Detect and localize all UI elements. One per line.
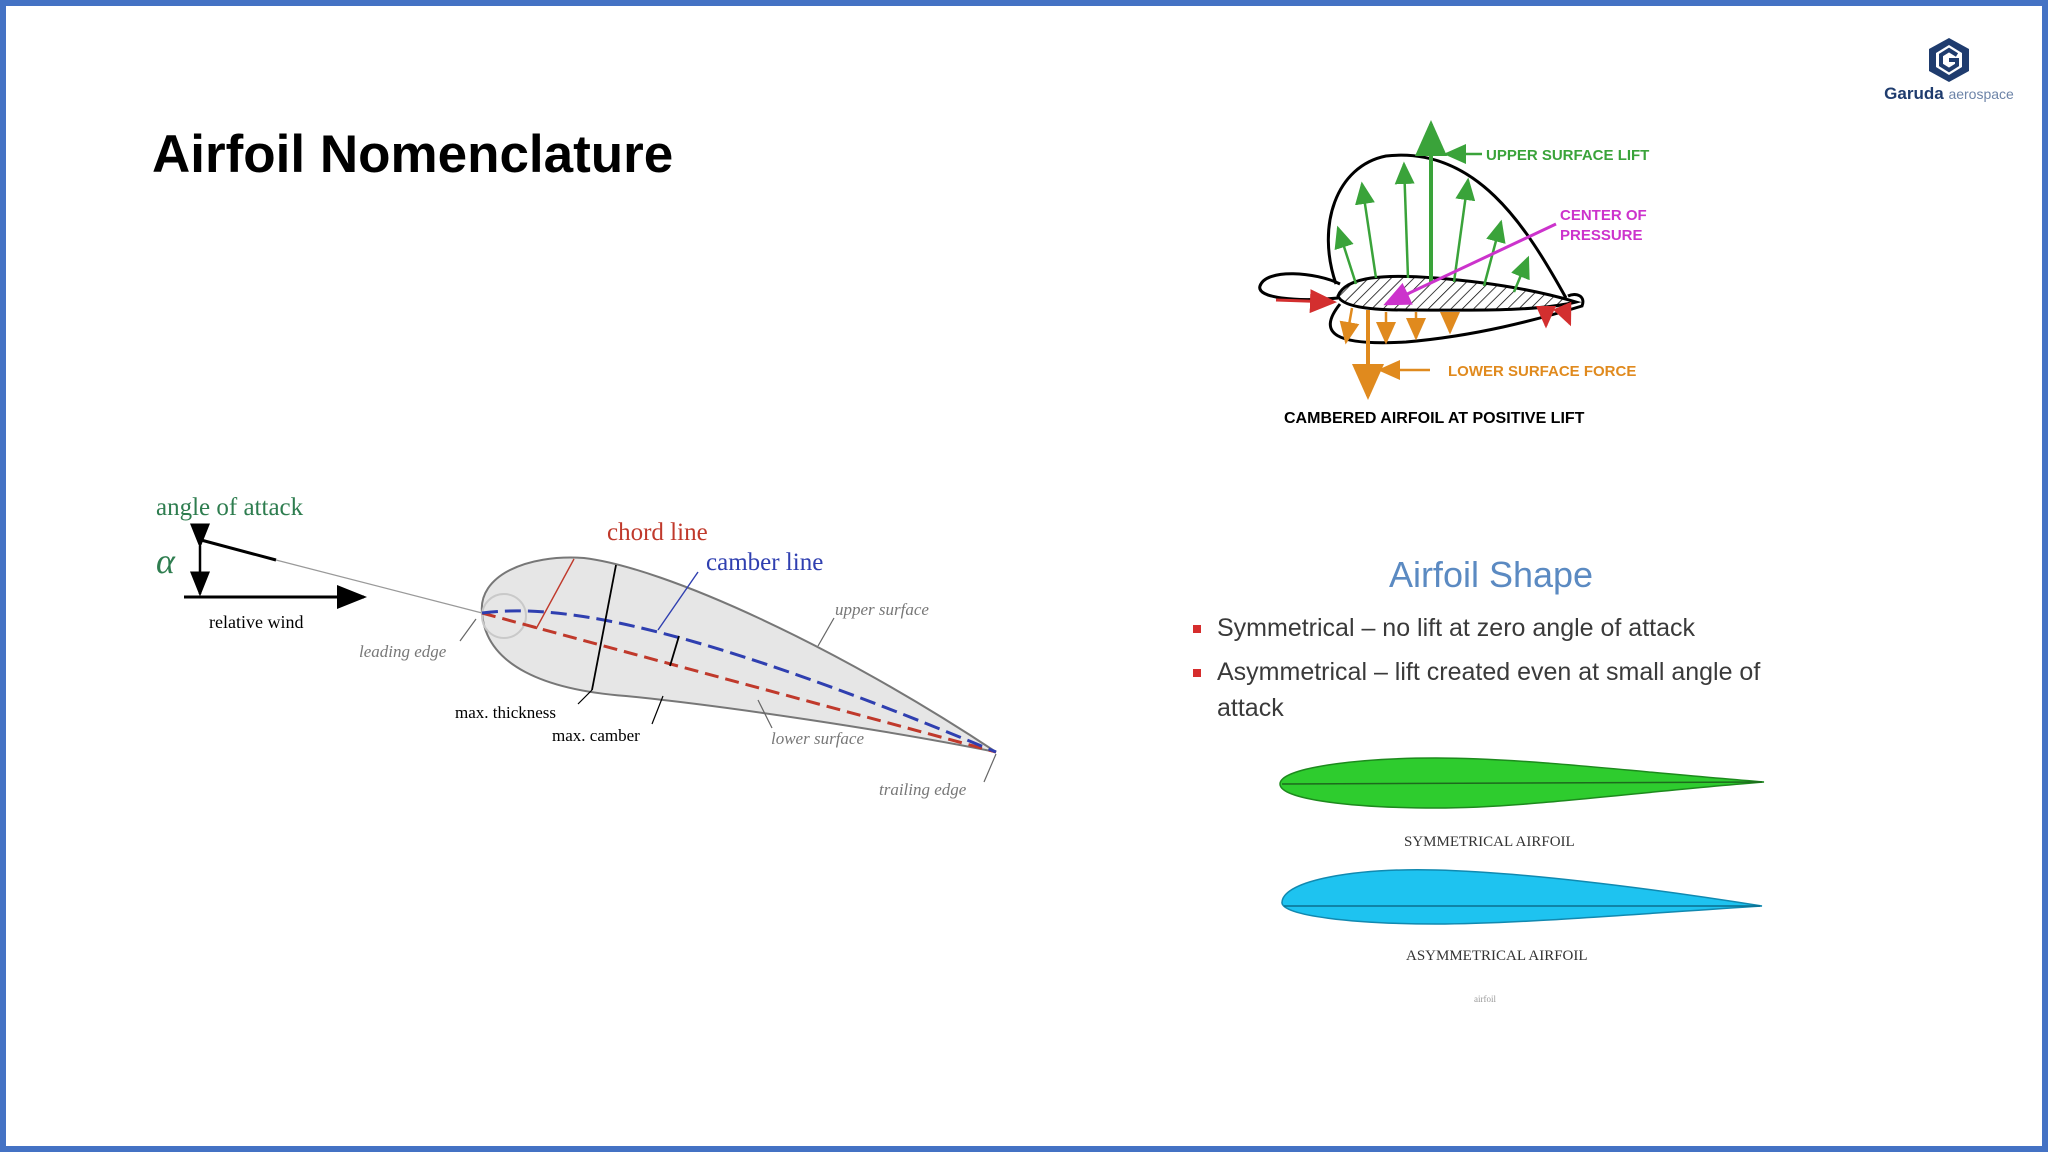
garuda-hexagon-logo-icon (1929, 38, 1969, 82)
max-thickness-indicator (591, 564, 617, 691)
upper-lift-arrow-3 (1394, 161, 1415, 279)
upper-surface-leader (817, 617, 835, 647)
center-of-pressure-label-1: CENTER OF (1560, 207, 1647, 224)
center-of-pressure-label-2: PRESSURE (1560, 227, 1643, 244)
relative-wind-label: relative wind (209, 612, 303, 632)
symmetrical-chord (1281, 781, 1763, 785)
upper-lift-arrow-6 (1511, 255, 1530, 293)
upper-surface-label: upper surface (835, 600, 929, 619)
lower-pressure-envelope (1328, 292, 1585, 345)
lower-surface-label: lower surface (771, 729, 864, 748)
chord-extension-line (200, 538, 277, 562)
pressure-diagram-caption: CAMBERED AIRFOIL AT POSITIVE LIFT (1284, 410, 1585, 427)
asymmetrical-caption: ASYMMETRICAL AIRFOIL (1406, 948, 1588, 964)
asymmetrical-airfoil-shape (1281, 869, 1763, 925)
bullet-item: Symmetrical – no lift at zero angle of a… (1191, 610, 1811, 646)
alpha-symbol: α (156, 541, 176, 581)
symmetrical-caption: SYMMETRICAL AIRFOIL (1404, 834, 1575, 850)
airfoil-shape-heading: Airfoil Shape (1388, 554, 1594, 595)
chord-leader (535, 558, 575, 630)
lower-surface-force-label: LOWER SURFACE FORCE (1448, 363, 1636, 380)
bullet-item: Asymmetrical – lift created even at smal… (1191, 654, 1811, 726)
lower-surface-leader (757, 699, 773, 729)
bullet-text: Asymmetrical – lift created even at smal… (1217, 658, 1761, 722)
max-camber-indicator (669, 635, 680, 667)
chord-line (481, 611, 997, 754)
airfoil-shape-bullets: Symmetrical – no lift at zero angle of a… (1191, 610, 1811, 734)
camber-leader (657, 571, 699, 631)
trailing-edge-leader (983, 753, 997, 783)
bullet-marker (1193, 625, 1201, 633)
bullet-marker (1193, 669, 1201, 677)
cambered-airfoil (1336, 274, 1582, 312)
trailing-edge-label: trailing edge (879, 780, 967, 799)
garuda-logo: Garuda aerospace (1874, 32, 2024, 112)
leading-suction-lobe (1258, 272, 1341, 301)
max-camber-leader (651, 695, 664, 725)
small-caption: airfoil (1474, 994, 1496, 1004)
logo-brand: Garuda (1884, 84, 1944, 103)
max-thickness-label: max. thickness (455, 703, 556, 722)
leading-suction-arrow (1275, 289, 1337, 314)
leading-edge-leader (459, 618, 477, 642)
chord-extension-thin (275, 559, 483, 614)
max-thickness-leader (577, 689, 593, 705)
leading-edge-circle (481, 593, 527, 639)
max-camber-label: max. camber (552, 726, 640, 745)
upper-lift-arrow-2 (1355, 181, 1378, 279)
logo-suffix: aerospace (1948, 86, 2014, 102)
center-of-pressure-pointer (1383, 222, 1557, 306)
camber-line (481, 609, 997, 754)
logo-text: Garuda aerospace (1874, 84, 2024, 104)
upper-surface-lift-label: UPPER SURFACE LIFT (1486, 147, 1649, 164)
upper-lift-arrow-4 (1452, 177, 1476, 283)
lower-force-arrow-1 (1339, 307, 1360, 345)
bullet-text: Symmetrical – no lift at zero angle of a… (1217, 614, 1695, 642)
leading-edge-label: leading edge (359, 642, 447, 661)
airfoil-shape-illustrations: SYMMETRICAL AIRFOIL ASYMMETRICAL AIRFOIL… (1279, 757, 1765, 1004)
airfoil-nomenclature-diagram: angle of attack α relative wind chord li… (156, 494, 997, 799)
angle-of-attack-label: angle of attack (156, 494, 304, 521)
slide-title: Airfoil Nomenclature (152, 125, 674, 184)
chord-line-label: chord line (607, 519, 708, 546)
trailing-red-arrow-2 (1552, 301, 1572, 327)
camber-line-label: camber line (706, 549, 823, 576)
pressure-distribution-diagram: UPPER SURFACE LIFT CENTER OF PRESSURE LO… (1258, 120, 1649, 427)
upper-lift-arrow-1 (1334, 225, 1358, 285)
